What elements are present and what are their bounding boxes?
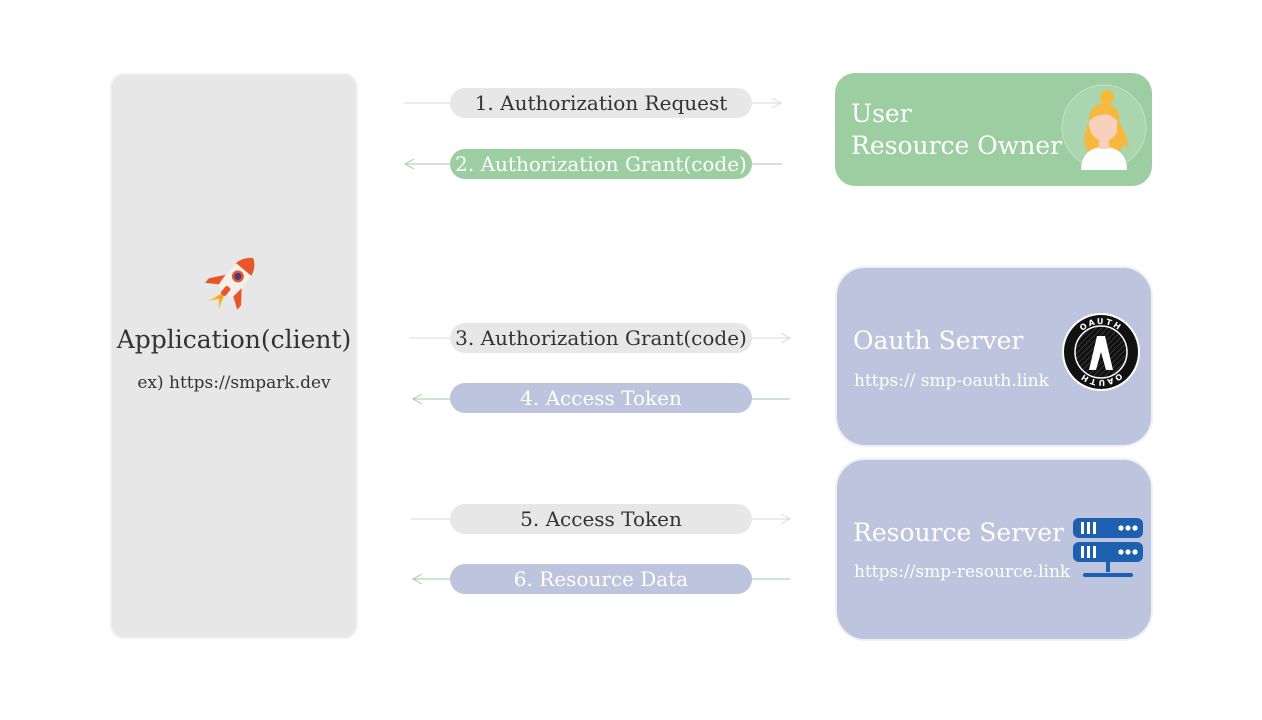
step-1-label: 1. Authorization Request <box>450 88 752 118</box>
resource-server-url: https://smp-resource.link <box>854 562 1071 582</box>
user-subtitle: Resource Owner <box>851 131 1063 160</box>
oauth-server-title: Oauth Server <box>853 326 1024 355</box>
resource-server-panel: Resource Server https://smp-resource.lin… <box>835 458 1153 641</box>
server-stack-icon <box>1073 518 1143 577</box>
rocket-icon <box>205 257 255 311</box>
oauth-server-panel: Oauth Server https:// smp-oauth.link OAU… <box>835 266 1153 447</box>
step-2-label: 2. Authorization Grant(code) <box>450 149 752 179</box>
step-5-label: 5. Access Token <box>450 504 752 534</box>
client-title: Application(client) <box>116 325 352 354</box>
client-url: ex) https://smpark.dev <box>137 373 331 393</box>
step-4-label: 4. Access Token <box>450 383 752 413</box>
user-panel: User Resource Owner <box>835 73 1152 186</box>
client-panel: Application(client) ex) https://smpark.d… <box>110 73 358 639</box>
user-title: User <box>851 99 912 128</box>
oauth-logo-icon: OAUTH OAUTH <box>1062 313 1140 391</box>
step-3-label: 3. Authorization Grant(code) <box>450 323 752 353</box>
step-6-label: 6. Resource Data <box>450 564 752 594</box>
oauth-server-url: https:// smp-oauth.link <box>854 371 1049 391</box>
resource-server-title: Resource Server <box>853 518 1065 547</box>
user-avatar-icon <box>1061 84 1147 170</box>
